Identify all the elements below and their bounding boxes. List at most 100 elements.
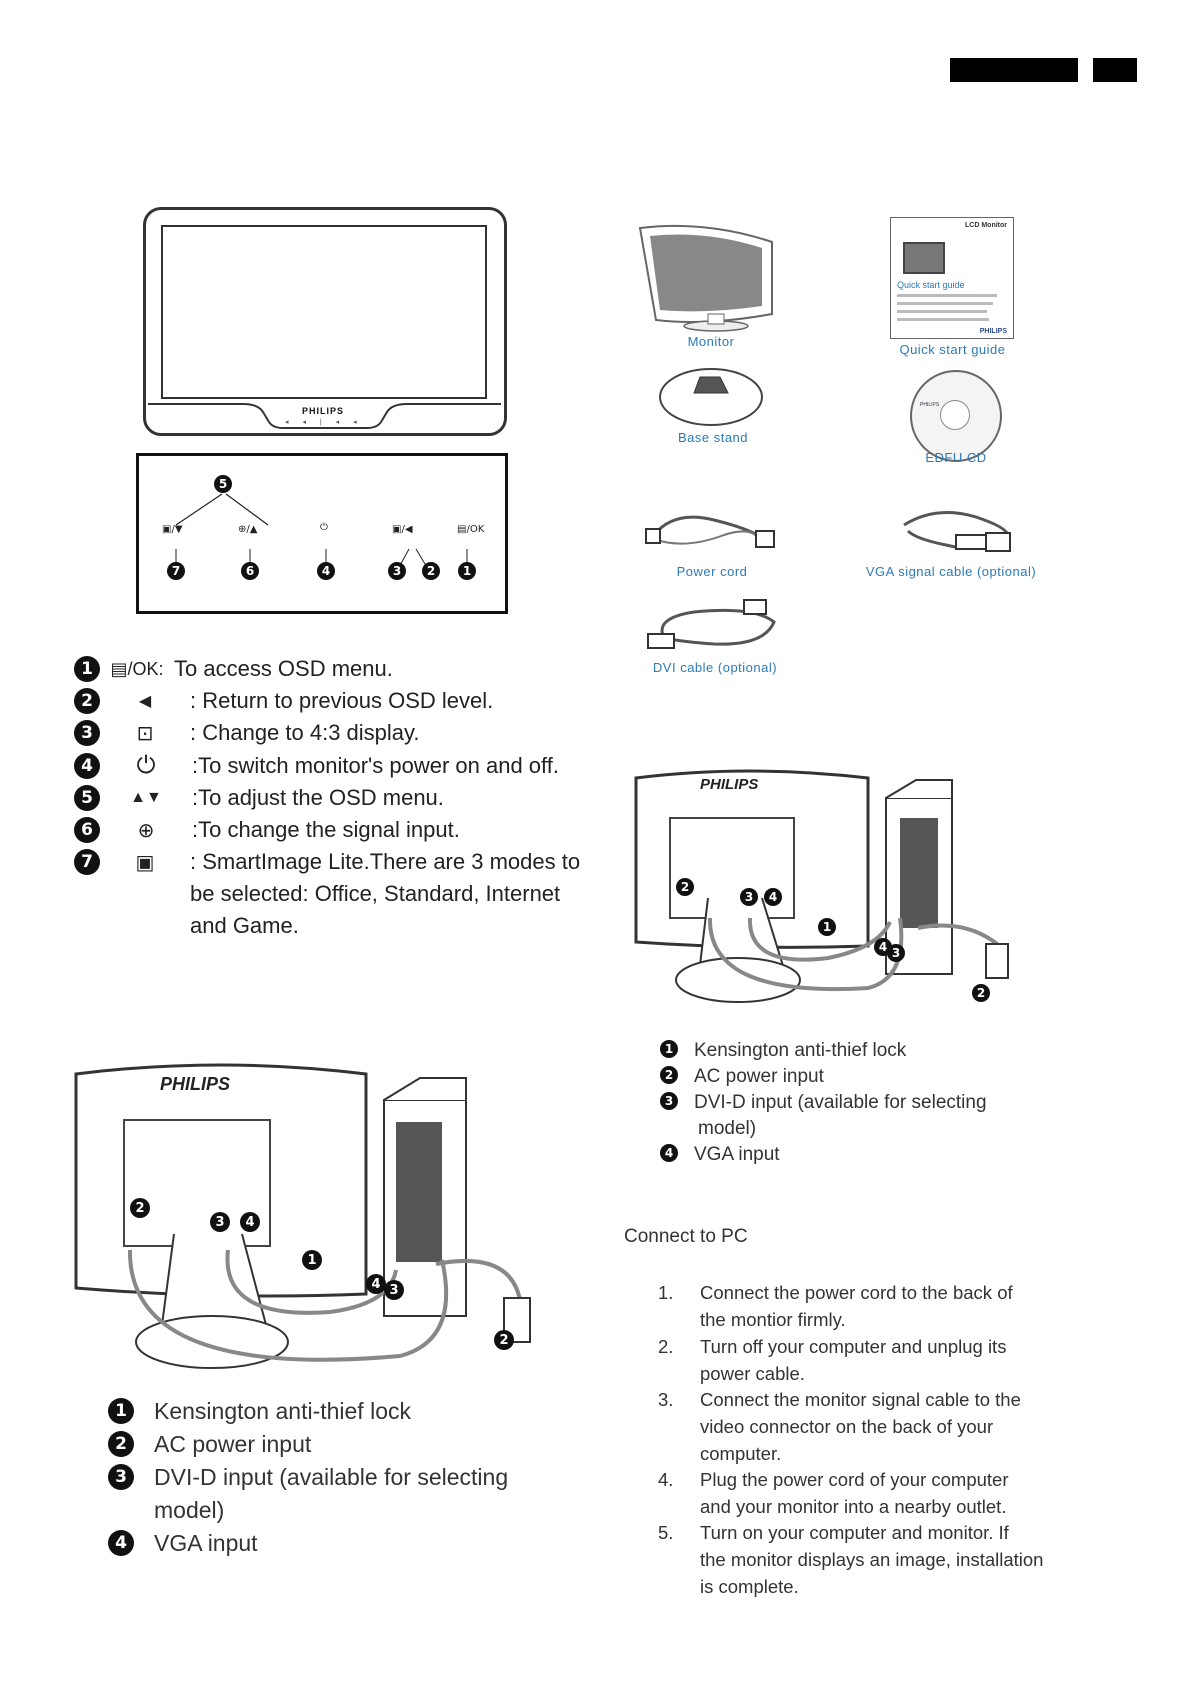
guide-title-text: Quick start guide [897,280,965,290]
step-text: Turn on your computer and monitor. If [700,1522,1009,1543]
list-item: 1 Kensington anti-thief lock [108,1398,568,1431]
power-cord-illustration [645,515,775,548]
rear-marker-1: 1 [302,1250,322,1270]
step-number: 3. [658,1389,674,1410]
rear-marker-2: 2 [130,1198,150,1218]
list-number: 2 [660,1066,678,1084]
list-number: 4 [108,1530,134,1556]
rear-marker-3: 3 [210,1212,230,1232]
rear-marker-3: 3 [740,888,758,906]
vga-cable-illustration [903,511,1011,552]
label-input-up: ⊕/▲ [238,524,258,535]
list-number: 4 [660,1144,678,1162]
guide-text-line [897,294,997,297]
rear-marker-2-outlet: 2 [494,1330,514,1350]
vga-cable-label: VGA signal cable (optional) [865,564,1037,579]
step-item: 2. Turn off your computer and unplug its… [658,1333,1058,1387]
input-source-icon: ⊕ [137,819,155,842]
list-number: 1 [108,1398,134,1424]
control-panel-lines [175,493,468,570]
guide-text-line [897,302,993,305]
header-page-tab [1093,58,1137,82]
guide-text-line [897,310,987,313]
dvi-cable-label: DVI cable (optional) [652,660,778,675]
edfu-cd-label: EDFU CD [925,450,987,465]
rear-marker-3-pc: 3 [384,1280,404,1300]
legend-number: 3 [74,720,100,746]
legend-item: 2 ◀ : Return to previous OSD level. [74,685,493,717]
list-number: 1 [660,1040,678,1058]
step-text: is complete. [700,1576,799,1597]
marker-1: 1 [458,562,476,580]
dvi-cable-illustration [647,599,776,649]
smartimage-icon: ▣ [135,851,155,874]
cd-hole [940,400,970,430]
step-number: 4. [658,1469,674,1490]
legend-item: 1 ▤/OK: To access OSD menu. [74,653,393,685]
step-item: 1. Connect the power cord to the back of… [658,1279,1058,1333]
legend-number: 6 [74,817,100,843]
control-panel-box [136,453,508,614]
step-number: 2. [658,1336,674,1357]
monitor-screen [161,225,487,399]
monitor-front-buttons: ◂ ◂ | ◂ ◂ [285,419,363,426]
rear-marker-3-pc: 3 [887,944,905,962]
rear-marker-1: 1 [818,918,836,936]
power-icon: ⏻ [320,522,328,533]
rear-brand-logo: PHILIPS [160,1074,231,1094]
aspect-43-icon: ⊡ [136,722,154,745]
list-continuation: model) [154,1497,225,1523]
list-item: 3 DVI-D input (available for selecting [108,1464,568,1497]
list-text: Kensington anti-thief lock [694,1040,907,1061]
list-text: AC power input [694,1066,824,1087]
list-number: 3 [108,1464,134,1490]
rear-marker-2-outlet: 2 [972,984,990,1002]
legend-text: :To adjust the OSD menu. [192,785,444,810]
list-number: 3 [660,1092,678,1110]
marker-3: 3 [388,562,406,580]
legend-item: 6 ⊕ :To change the signal input. [74,814,460,846]
list-item: 2 AC power input [660,1066,1060,1092]
header-bar [950,58,1078,82]
marker-2: 2 [422,562,440,580]
legend-item: 4 ⏻ :To switch monitor's power on and of… [74,750,559,782]
step-text: Connect the monitor signal cable to the [700,1389,1021,1410]
list-text: DVI-D input (available for selecting [154,1464,509,1490]
rear-marker-4: 4 [240,1212,260,1232]
step-item: 4. Plug the power cord of your computer … [658,1466,1058,1520]
list-continuation: model) [698,1118,757,1139]
list-item: 1 Kensington anti-thief lock [660,1040,1060,1066]
step-number: 5. [658,1522,674,1543]
marker-6: 6 [241,562,259,580]
step-text: the monitor displays an image, installat… [700,1549,1044,1570]
legend-number: 5 [74,785,100,811]
label-smartimage-down: ▣/▼ [162,524,183,535]
up-down-icon: ▲▼ [130,789,162,806]
legend-text: : Return to previous OSD level. [190,688,494,713]
rear-marker-2: 2 [676,878,694,896]
legend-item: 7 ▣ : SmartImage Lite.There are 3 modes … [74,846,580,878]
rear-brand-logo: PHILIPS [700,776,759,793]
guide-monitor-thumb [903,242,945,274]
step-text: Turn off your computer and unplug its [700,1336,1007,1357]
menu-ok-icon: ▤/OK: [110,658,164,679]
guide-text-line [897,318,989,321]
legend-number: 2 [74,688,100,714]
list-number: 2 [108,1431,134,1457]
cd-brand-text: PHILIPS [920,402,940,408]
label-43-left: ▣/◀ [392,524,413,535]
monitor-bezel-curve [148,403,501,429]
legend-continuation: be selected: Office, Standard, Internet [190,881,561,906]
legend-number: 4 [74,753,100,779]
legend-text: :To switch monitor's power on and off. [192,753,559,778]
base-stand-label: Base stand [677,430,749,445]
cd-illustration: PHILIPS [910,370,1002,462]
rear-marker-4: 4 [764,888,782,906]
quick-start-guide-illustration: LCD Monitor Quick start guide PHILIPS [890,217,1014,339]
list-text: Kensington anti-thief lock [154,1398,411,1424]
rear-connection-diagram-left [74,1063,531,1369]
step-number: 1. [658,1282,674,1303]
